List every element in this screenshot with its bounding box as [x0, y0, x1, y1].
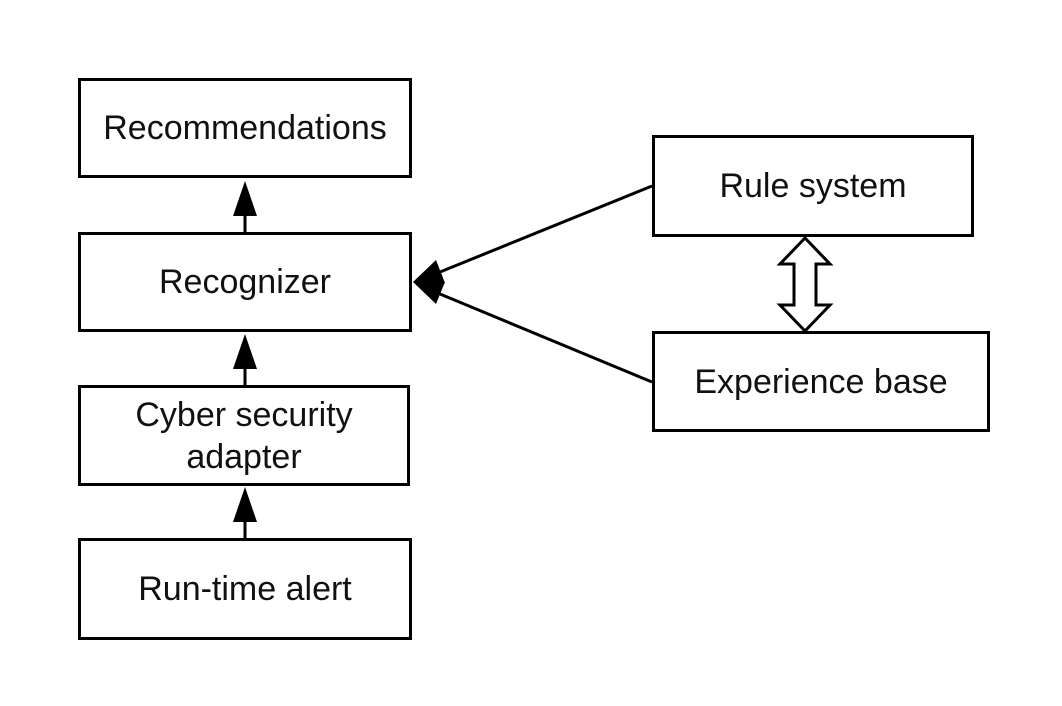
experience-base-label: Experience base	[694, 362, 948, 401]
recommendations-label: Recommendations	[103, 109, 387, 147]
edge-rule-experience-bidirectional	[776, 235, 834, 334]
cyber-security-adapter-node: Cyber security adapter	[78, 385, 410, 486]
edge-rule-to-recognizer	[413, 184, 653, 283]
rule-system-node: Rule system	[652, 135, 974, 237]
rule-system-label: Rule system	[719, 167, 907, 205]
edge-experience-to-recognizer	[413, 282, 653, 384]
edge-alert-to-adapter	[233, 487, 257, 540]
recognizer-node: Recognizer	[78, 232, 412, 332]
experience-base-node: Experience base	[652, 331, 990, 432]
edge-adapter-to-recognizer	[233, 334, 257, 387]
edge-recognizer-to-recommendations	[233, 181, 257, 234]
recognizer-label: Recognizer	[159, 263, 331, 301]
cyber-security-adapter-label: Cyber security adapter	[135, 395, 353, 476]
run-time-alert-node: Run-time alert	[78, 538, 412, 640]
recommendations-node: Recommendations	[78, 78, 412, 178]
run-time-alert-label: Run-time alert	[138, 570, 352, 608]
